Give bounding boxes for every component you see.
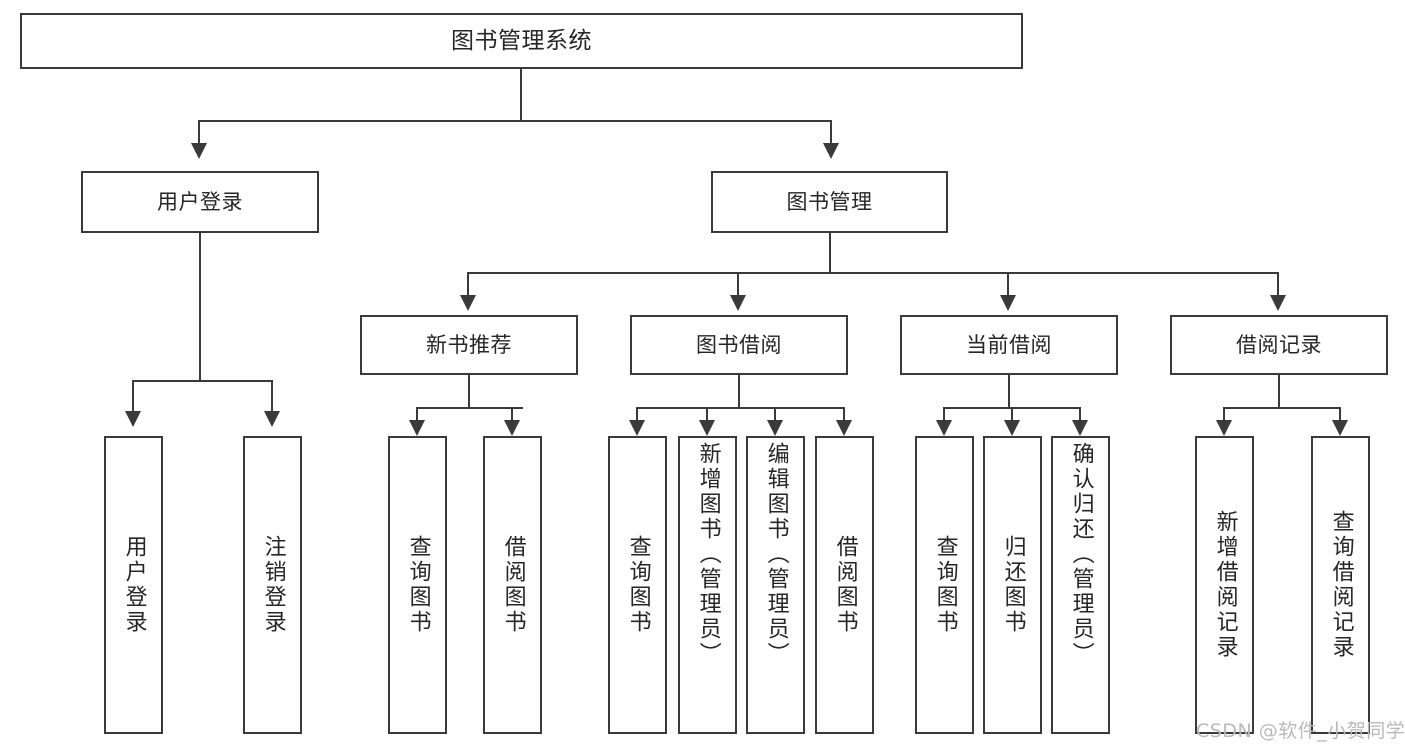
arrowhead-root-to-user-login: [191, 143, 207, 159]
connector-bm-to-book-borrow: [737, 272, 739, 297]
connector-new-book-leaf-1: [416, 407, 418, 425]
node-leaf-query-book-1[interactable]: 查询图书: [388, 436, 447, 734]
node-label: 图书借阅: [696, 332, 782, 357]
node-leaf-return-book[interactable]: 归还图书: [983, 436, 1042, 734]
arrowhead-borrow-record-leaf-2: [1332, 420, 1348, 436]
node-label: 用户登录: [121, 535, 147, 635]
connector-bm-to-new-book: [467, 272, 469, 297]
arrowhead-root-to-book-manage: [823, 143, 839, 159]
connector-book-borrow-leaf-1: [636, 407, 638, 425]
node-label: 新书推荐: [426, 332, 512, 357]
node-leaf-user-login[interactable]: 用户登录: [104, 436, 163, 734]
connector-book-borrow-stem: [738, 375, 740, 408]
connector-bm-to-borrow-record: [1277, 272, 1279, 297]
connector-user-login-bus: [132, 380, 271, 382]
node-book-borrow[interactable]: 图书借阅: [630, 315, 848, 375]
arrowhead-current-borrow-leaf-2: [1004, 420, 1020, 436]
node-leaf-borrow-book-2[interactable]: 借阅图书: [815, 436, 874, 734]
connector-user-login-stem: [199, 233, 201, 381]
node-leaf-add-book-admin[interactable]: 新增图书（管理员）: [678, 436, 737, 734]
node-label: 借阅图书: [500, 535, 526, 635]
connector-book-manage-stem: [829, 233, 831, 273]
node-current-borrow[interactable]: 当前借阅: [900, 315, 1118, 375]
arrowhead-current-borrow-leaf-1: [936, 420, 952, 436]
node-label: 新增借阅记录: [1212, 510, 1238, 660]
node-label: 借阅图书: [832, 535, 858, 635]
arrowhead-current-borrow-leaf-3: [1072, 420, 1088, 436]
node-borrow-record[interactable]: 借阅记录: [1170, 315, 1388, 375]
node-label: 注销登录: [260, 535, 286, 635]
node-label: 新增图书（管理员）: [695, 442, 721, 667]
arrowhead-book-borrow-leaf-1: [629, 420, 645, 436]
node-label: 查询借阅记录: [1328, 510, 1354, 660]
arrowhead-user-login-leaf-1: [125, 411, 141, 427]
connector-user-login-to-leaf-2: [271, 380, 273, 413]
arrowhead-bm-borrow-record: [1270, 295, 1286, 311]
connector-book-borrow-leaf-3: [774, 407, 776, 425]
connector-new-book-stem: [468, 375, 470, 408]
connector-book-manage-bus: [467, 272, 1279, 274]
connector-root-stem: [520, 69, 522, 121]
node-label: 用户登录: [157, 189, 243, 214]
node-label: 图书管理: [786, 189, 873, 214]
connector-borrow-record-stem: [1278, 375, 1280, 408]
node-label: 归还图书: [1000, 535, 1026, 635]
node-book-manage[interactable]: 图书管理: [711, 171, 948, 233]
node-label: 查询图书: [625, 535, 651, 635]
connector-current-borrow-leaf-2: [1011, 407, 1013, 425]
connector-root-to-book-manage: [830, 120, 832, 145]
node-leaf-edit-book-admin[interactable]: 编辑图书（管理员）: [746, 436, 805, 734]
node-leaf-query-book-3[interactable]: 查询图书: [915, 436, 974, 734]
node-leaf-logout-login[interactable]: 注销登录: [243, 436, 302, 734]
arrowhead-new-book-leaf-1: [409, 420, 425, 436]
connector-root-bus: [198, 120, 832, 122]
connector-root-to-user-login: [198, 120, 200, 145]
connector-bm-to-current-borrow: [1007, 272, 1009, 297]
connector-new-book-bus: [416, 407, 523, 409]
arrowhead-new-book-leaf-2: [504, 420, 520, 436]
arrowhead-bm-book-borrow: [730, 295, 746, 311]
node-label: 当前借阅: [966, 332, 1052, 357]
connector-book-borrow-bus: [636, 407, 844, 409]
arrowhead-bm-new-book: [460, 295, 476, 311]
node-user-login[interactable]: 用户登录: [81, 171, 319, 233]
arrowhead-book-borrow-leaf-3: [767, 420, 783, 436]
connector-current-borrow-stem: [1008, 375, 1010, 408]
node-leaf-confirm-return-admin[interactable]: 确认归还（管理员）: [1051, 436, 1110, 734]
node-label: 查询图书: [405, 535, 431, 635]
node-label: 借阅记录: [1236, 332, 1322, 357]
arrowhead-book-borrow-leaf-4: [836, 420, 852, 436]
connector-borrow-record-leaf-1: [1223, 407, 1225, 425]
connector-new-book-leaf-2: [511, 407, 513, 425]
node-leaf-query-borrow-record[interactable]: 查询借阅记录: [1311, 436, 1370, 734]
node-label: 查询图书: [932, 535, 958, 635]
node-label: 图书管理系统: [451, 27, 592, 54]
arrowhead-book-borrow-leaf-2: [699, 420, 715, 436]
connector-borrow-record-leaf-2: [1339, 407, 1341, 425]
node-label: 确认归还（管理员）: [1068, 442, 1094, 667]
node-leaf-borrow-book-1[interactable]: 借阅图书: [483, 436, 542, 734]
node-leaf-add-borrow-record[interactable]: 新增借阅记录: [1195, 436, 1254, 734]
node-book-management-system[interactable]: 图书管理系统: [20, 13, 1023, 69]
connector-user-login-to-leaf-1: [132, 380, 134, 413]
node-leaf-query-book-2[interactable]: 查询图书: [608, 436, 667, 734]
arrowhead-bm-current-borrow: [1000, 295, 1016, 311]
connector-book-borrow-leaf-2: [706, 407, 708, 425]
node-new-book-recommend[interactable]: 新书推荐: [360, 315, 578, 375]
arrowhead-user-login-leaf-2: [264, 411, 280, 427]
arrowhead-borrow-record-leaf-1: [1216, 420, 1232, 436]
connector-borrow-record-bus: [1223, 407, 1340, 409]
connector-current-borrow-leaf-1: [943, 407, 945, 425]
node-label: 编辑图书（管理员）: [763, 442, 789, 667]
connector-current-borrow-leaf-3: [1079, 407, 1081, 425]
connector-book-borrow-leaf-4: [843, 407, 845, 425]
